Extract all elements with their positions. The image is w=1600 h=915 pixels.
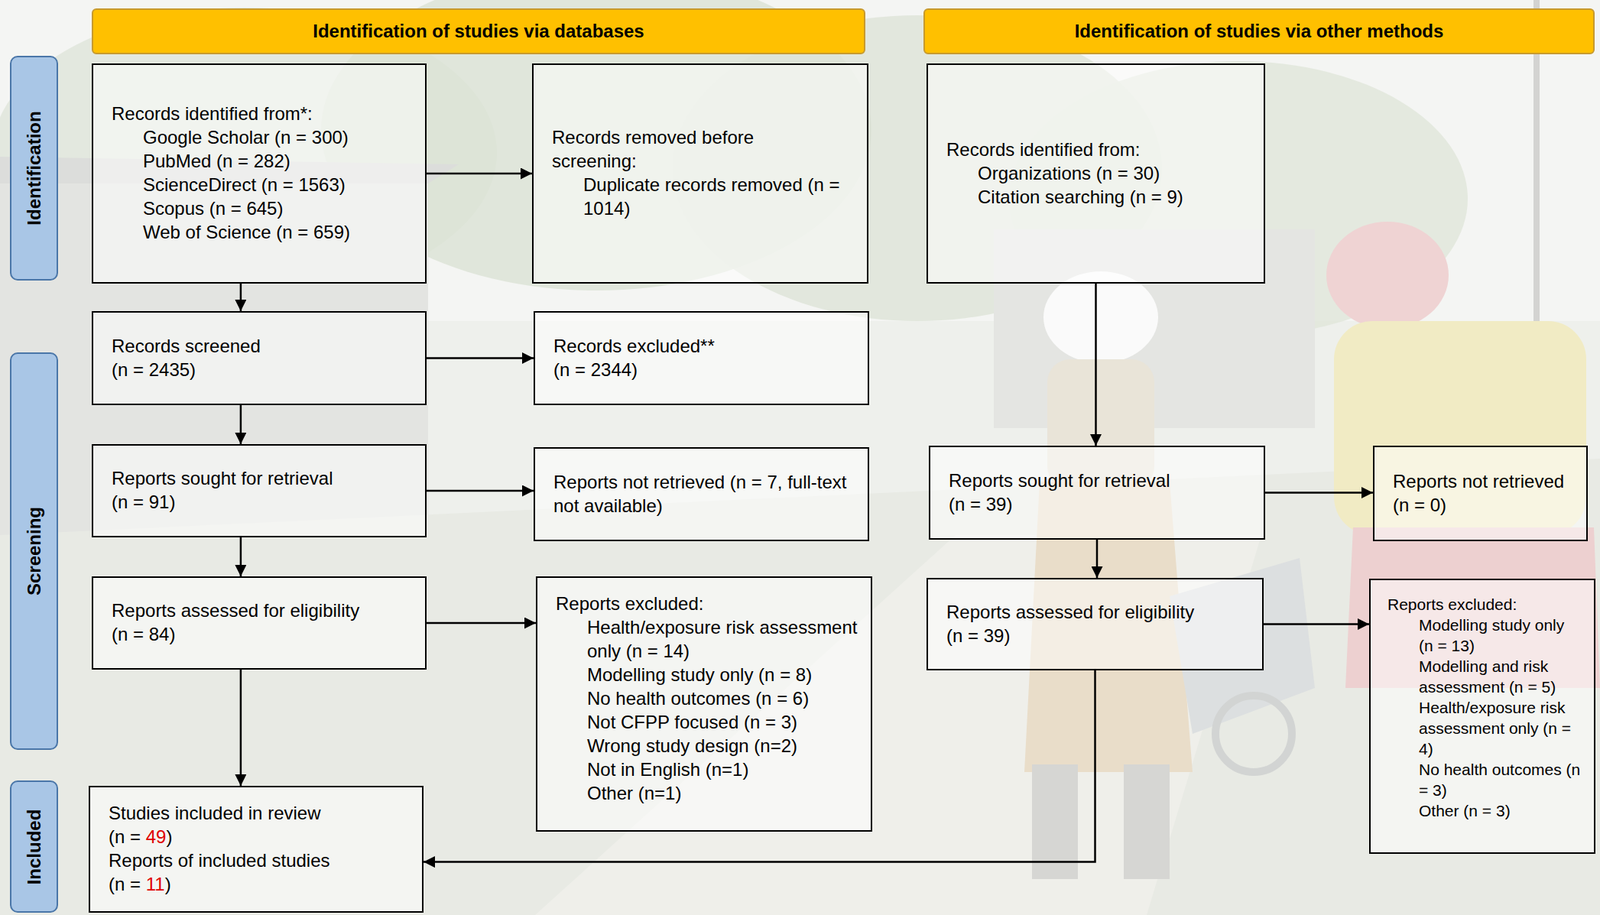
phase-label: Included <box>9 780 59 913</box>
process-box: Reports assessed for eligibility (n = 39… <box>926 577 1264 671</box>
result-box: Studies included in review (n = 49)Repor… <box>88 785 424 913</box>
box-text: No health outcomes (n = 6) <box>587 686 859 711</box>
box-text: PubMed (n = 282) <box>142 149 413 173</box>
photo-boot <box>1123 764 1170 880</box>
box-text: Modelling study only (n = 8) <box>587 662 859 687</box>
removed-box: Records removed before screening:Duplica… <box>532 63 869 284</box>
box-text: Reports not retrieved (n = 7, full-text … <box>553 470 856 518</box>
flow-arrow <box>240 283 243 312</box>
section-band: Identification of studies via databases <box>91 8 866 55</box>
box-text: Reports not retrieved (n = 0) <box>1392 469 1575 517</box>
box-text: Reports excluded: <box>1387 593 1582 615</box>
flow-arrow <box>240 669 243 786</box>
box-text: Records identified from: <box>946 137 1252 162</box>
band-title: Identification of studies via other meth… <box>1074 20 1445 43</box>
flow-arrow <box>426 356 534 360</box>
box-text: Reports assessed for eligibility (n = 84… <box>111 598 370 646</box>
box-text: Not CFPP focused (n = 3) <box>587 710 859 734</box>
exclusion-box: Reports excluded:Health/exposure risk as… <box>535 576 873 832</box>
process-box: Reports sought for retrieval (n = 91) <box>91 444 427 538</box>
count-number: 49 <box>146 826 167 848</box>
box-text: Wrong study design (n=2) <box>587 733 859 758</box>
box-text: Google Scholar (n = 300) <box>142 125 413 150</box>
process-box: Reports sought for retrieval (n = 39) <box>928 445 1266 540</box>
phase-name: Identification <box>23 110 46 225</box>
source-box: Records identified from*:Google Scholar … <box>91 63 427 284</box>
box-text: Records removed before screening: <box>551 125 797 173</box>
box-text: Web of Science (n = 659) <box>142 220 413 244</box>
section-band: Identification of studies via other meth… <box>923 8 1595 55</box>
flow-arrow <box>240 537 243 577</box>
photo-hat <box>1326 221 1449 329</box>
box-text: Other (n=1) <box>587 781 859 805</box>
box-text: Records identified from*: <box>111 101 413 126</box>
box-text: No health outcomes (n = 3) <box>1418 759 1582 801</box>
count-number: 11 <box>146 873 166 895</box>
exclusion-box: Reports not retrieved (n = 0) <box>1372 445 1588 542</box>
flow-arrow <box>240 405 243 445</box>
exclusion-box: Reports excluded:Modelling study only (n… <box>1369 578 1596 854</box>
box-text: Reports assessed for eligibility (n = 39… <box>946 600 1205 648</box>
photo-wheel <box>1215 695 1292 773</box>
source-box: Records identified from:Organizations (n… <box>926 63 1266 284</box>
box-text: Records screened (n = 2435) <box>111 334 261 382</box>
exclusion-box: Reports not retrieved (n = 7, full-text … <box>533 447 870 542</box>
count-text: ) <box>165 826 173 848</box>
box-text: Health/exposure risk assessment only (n … <box>1418 697 1582 760</box>
photo-hat <box>1043 271 1159 364</box>
box-text: Organizations (n = 30) <box>977 161 1252 185</box>
box-text: Duplicate records removed (n = 1014) <box>583 172 855 221</box>
box-text: Reports of included studies (n = 11) <box>108 848 338 896</box>
flow-arrow <box>426 622 536 625</box>
process-box: Reports assessed for eligibility (n = 84… <box>91 576 427 670</box>
count-text: Reports of included studies (n = <box>108 850 331 895</box>
box-text: Health/exposure risk assessment only (n … <box>587 615 859 663</box>
exclusion-box: Records excluded** (n = 2344) <box>533 311 870 406</box>
flow-arrow <box>1263 623 1370 626</box>
box-text: Reports sought for retrieval (n = 91) <box>111 466 344 514</box>
band-title: Identification of studies via databases <box>312 20 644 43</box>
box-text: Not in English (n=1) <box>587 757 859 782</box>
box-text: ScienceDirect (n = 1563) <box>142 172 413 197</box>
phase-label: Identification <box>9 55 59 281</box>
box-text: Reports excluded: <box>555 591 859 616</box>
phase-label: Screening <box>9 352 59 750</box>
flow-arrow <box>1096 539 1099 578</box>
box-text: Citation searching (n = 9) <box>977 184 1252 209</box>
flow-arrow <box>426 490 534 493</box>
flow-arrow <box>1265 491 1373 494</box>
box-text: Modelling study only (n = 13) <box>1418 614 1582 656</box>
count-text: Studies included in review (n = <box>108 802 322 848</box>
phase-name: Screening <box>23 506 46 596</box>
box-text: Modelling and risk assessment (n = 5) <box>1418 655 1582 698</box>
box-text: Records excluded** (n = 2344) <box>553 334 724 382</box>
box-text: Other (n = 3) <box>1418 800 1582 822</box>
process-box: Records screened (n = 2435) <box>91 311 427 406</box>
box-text: Reports sought for retrieval (n = 39) <box>948 468 1181 517</box>
box-text: Scopus (n = 645) <box>142 196 413 221</box>
flow-arrow <box>1094 283 1097 446</box>
count-text: ) <box>165 873 172 895</box>
flow-arrow <box>426 172 533 176</box>
box-text: Studies included in review (n = 49) <box>108 801 338 849</box>
phase-name: Included <box>23 808 46 885</box>
